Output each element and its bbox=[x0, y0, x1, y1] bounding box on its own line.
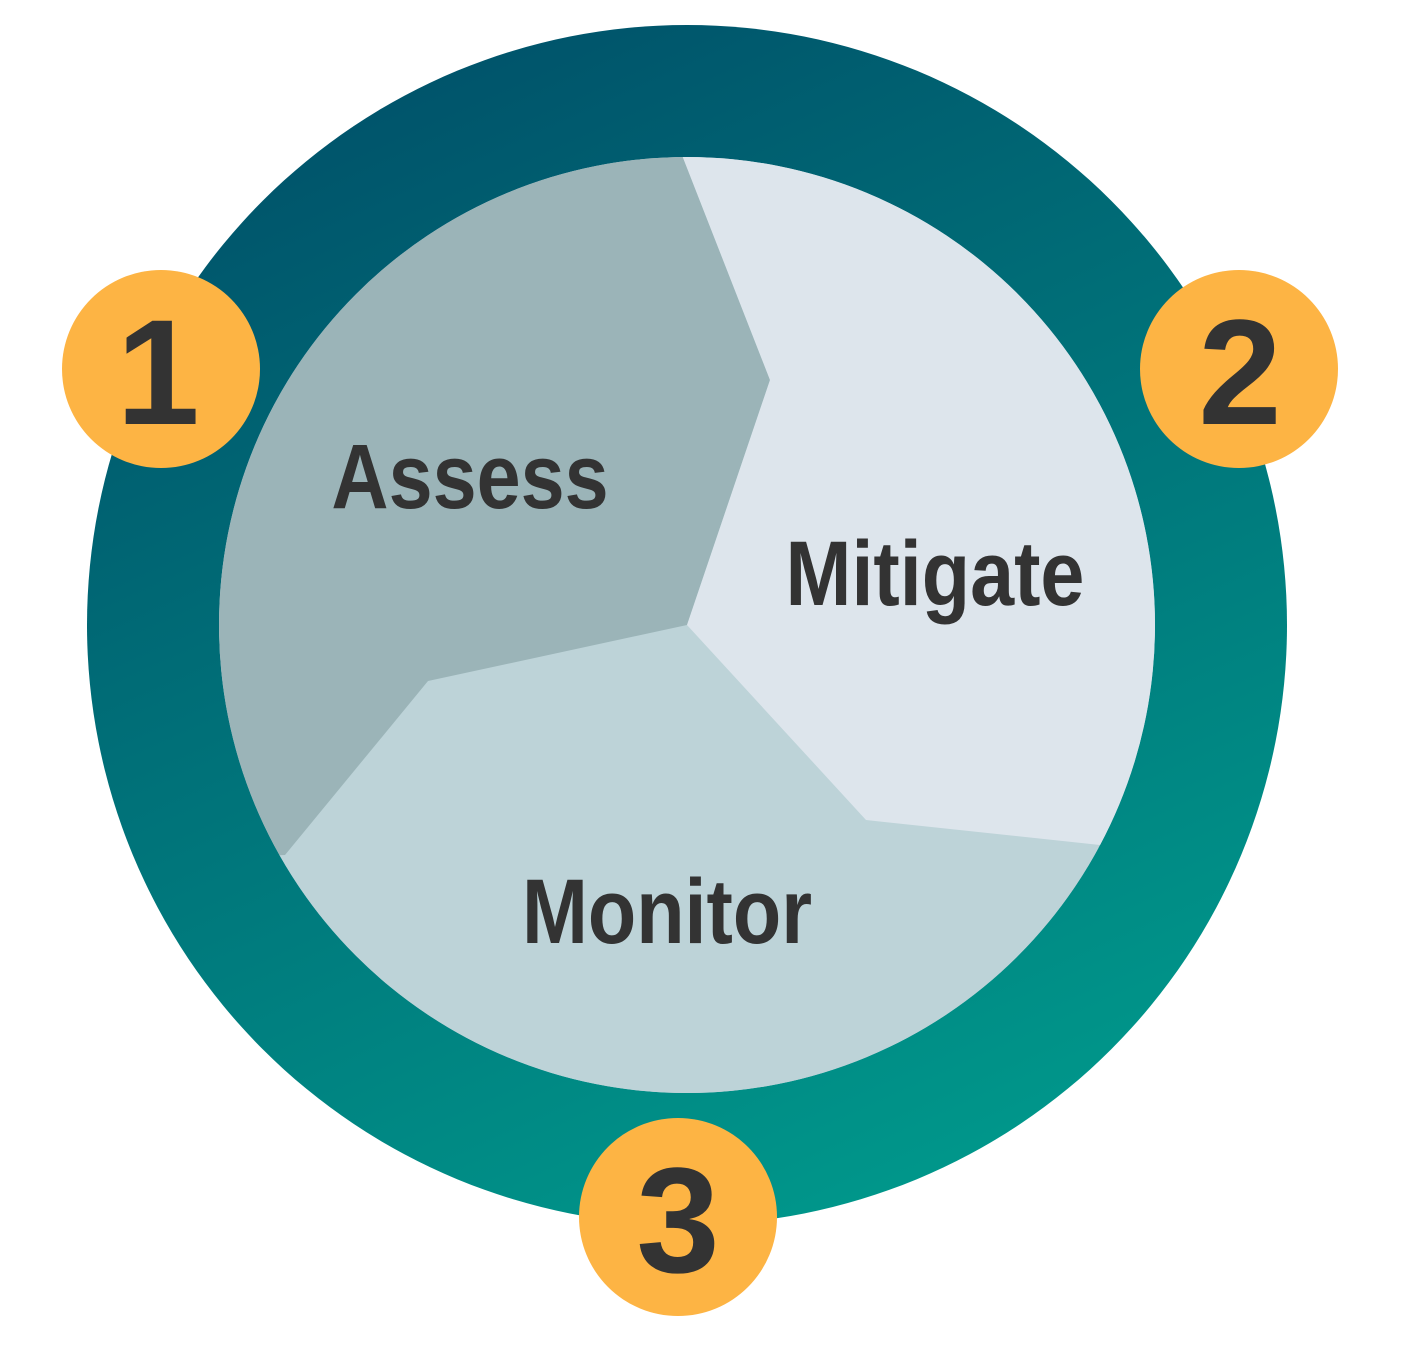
badge-2: 2 bbox=[1140, 270, 1338, 468]
stage-label-mitigate: Mitigate bbox=[786, 522, 1085, 625]
badge-number-3: 3 bbox=[636, 1136, 719, 1304]
stage-label-assess: Assess bbox=[331, 425, 608, 528]
badge-1: 1 bbox=[62, 270, 260, 468]
badge-number-1: 1 bbox=[116, 288, 199, 456]
badge-number-2: 2 bbox=[1198, 288, 1281, 456]
badge-3: 3 bbox=[579, 1118, 777, 1316]
stage-label-monitor: Monitor bbox=[522, 860, 812, 963]
